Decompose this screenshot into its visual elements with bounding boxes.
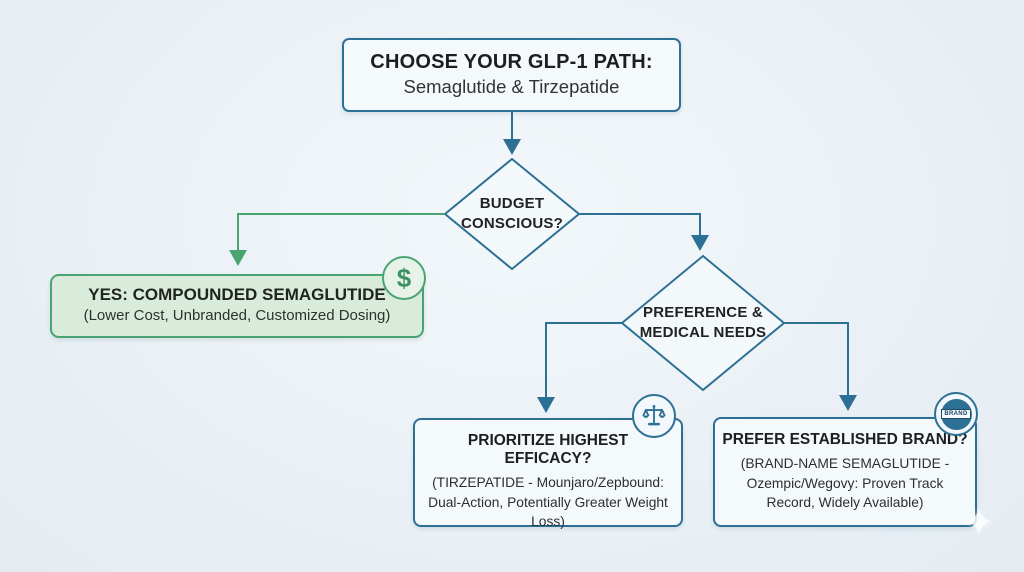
connector-preference-to-efficacy <box>537 322 622 413</box>
connector-preference-to-brand <box>784 322 857 411</box>
outcome-brand-title: PREFER ESTABLISHED BRAND? <box>722 431 968 448</box>
brand-badge-label: BRAND <box>941 409 971 419</box>
outcome-compounded-subtitle: (Lower Cost, Unbranded, Customized Dosin… <box>83 307 391 324</box>
dollar-icon: $ <box>382 256 426 300</box>
scales-icon <box>632 394 676 438</box>
decision-budget-label: BUDGET CONSCIOUS? <box>460 194 563 232</box>
start-title: CHOOSE YOUR GLP-1 PATH: <box>370 51 653 73</box>
connector-budget-to-preference <box>579 213 709 251</box>
start-node: CHOOSE YOUR GLP-1 PATH: Semaglutide & Ti… <box>342 38 681 112</box>
brand-badge-icon: BRAND <box>934 392 978 436</box>
start-subtitle: Semaglutide & Tirzepatide <box>403 76 620 97</box>
decision-preference-label: PREFERENCE & MEDICAL NEEDS <box>639 303 767 341</box>
outcome-compounded-node: $ YES: COMPOUNDED SEMAGLUTIDE (Lower Cos… <box>50 256 426 338</box>
outcome-compounded-title: YES: COMPOUNDED SEMAGLUTIDE <box>88 285 386 304</box>
outcome-brand-body: (BRAND-NAME SEMAGLUTIDE - Ozempic/Wegovy… <box>740 456 950 511</box>
outcome-efficacy-body: (TIRZEPATIDE - Mounjaro/Zepbound: Dual-A… <box>428 475 668 530</box>
decision-budget-diamond <box>443 157 581 271</box>
outcome-brand-node: BRAND PREFER ESTABLISHED BRAND? (BRAND-N… <box>713 392 978 527</box>
brand-seal: BRAND <box>940 398 972 430</box>
outcome-efficacy-title: PRIORITIZE HIGHEST EFFICACY? <box>467 432 629 467</box>
connector-budget-to-compounded <box>229 213 445 266</box>
dollar-glyph: $ <box>396 262 412 293</box>
decision-preference-diamond <box>620 254 786 392</box>
outcome-efficacy-node: PRIORITIZE HIGHEST EFFICACY? (TIRZEPATID… <box>413 394 683 529</box>
